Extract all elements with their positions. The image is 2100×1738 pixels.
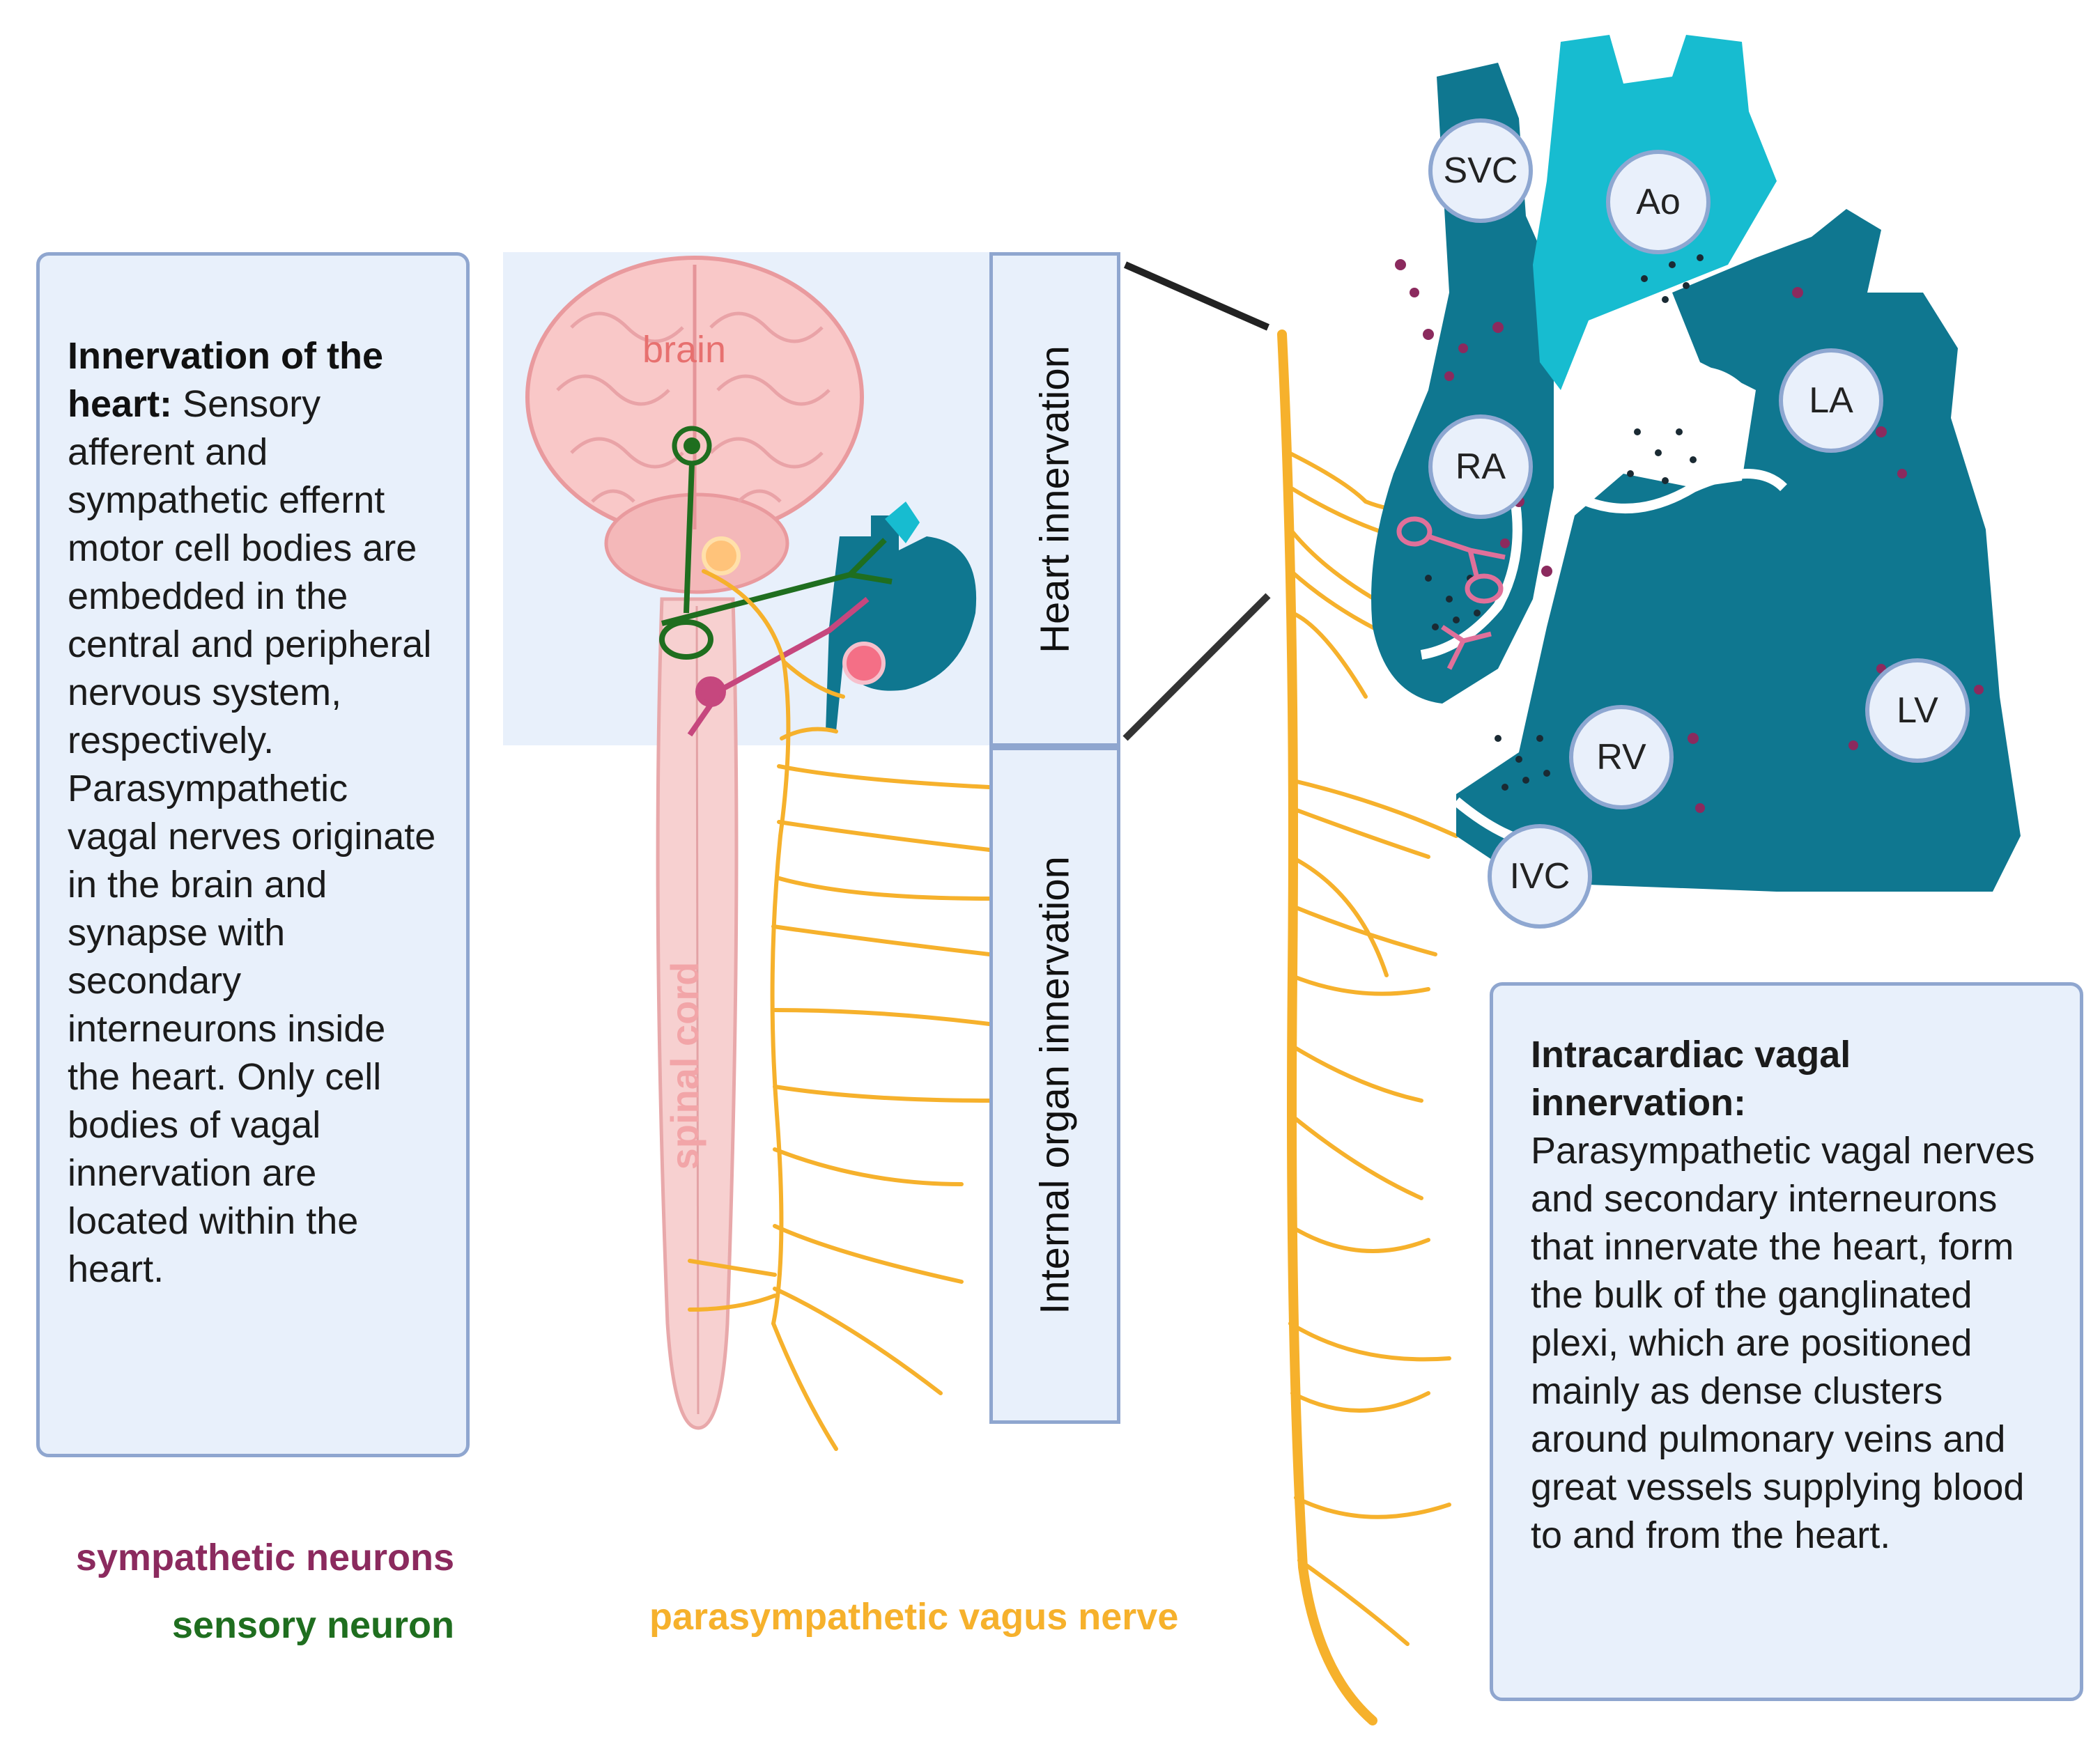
ra-label: RA — [1428, 414, 1533, 519]
heart-innervation-box: Heart innervation — [989, 252, 1120, 747]
parasympathetic-nucleus-dot — [702, 536, 741, 575]
left-panel-title: Innervation of the heart: — [68, 335, 384, 425]
sensory-neuron — [659, 426, 893, 660]
spinal-cord — [656, 597, 739, 1430]
intracardiac-neurons — [1396, 516, 1506, 670]
brain-label: brain — [642, 329, 726, 371]
brain: brain — [525, 256, 864, 594]
left-panel-body: Sensory afferent and sympathetic effernt… — [68, 383, 436, 1290]
legend-sensory: sensory neuron — [171, 1604, 454, 1646]
zoom-connector-bottom — [1122, 593, 1271, 741]
left-info-panel: Innervation of the heart: Sensory affere… — [36, 252, 470, 1457]
svc-label: SVC — [1428, 118, 1533, 223]
vagus-nerve-small — [688, 569, 991, 1451]
legend-sympathetic: sympathetic neurons — [75, 1537, 454, 1578]
internal-organ-innervation-label: Internal organ innervation — [1032, 856, 1078, 1314]
internal-organ-box: Internal organ innervation — [989, 747, 1120, 1424]
right-panel-body: Parasympathetic vagal nerves and seconda… — [1531, 1130, 2035, 1556]
heart-innervation-label: Heart innervation — [1032, 346, 1078, 653]
legend-parasympathetic: parasympathetic vagus nerve — [649, 1596, 1179, 1638]
la-label: LA — [1779, 348, 1883, 453]
right-panel-title: Intracardiac vagal innervation: — [1531, 1034, 1851, 1124]
sympathetic-ganglion-dot — [842, 642, 886, 685]
rv-label: RV — [1569, 705, 1674, 809]
right-info-panel: Intracardiac vagal innervation: Parasymp… — [1490, 982, 2083, 1701]
zoom-connector-top — [1123, 261, 1270, 331]
sympathetic-neuron-small — [687, 596, 870, 737]
left-panel-text: Innervation of the heart: Sensory affere… — [68, 332, 438, 1294]
lv-label: LV — [1865, 658, 1970, 763]
ao-label: Ao — [1606, 150, 1711, 254]
small-heart-illustration — [826, 502, 977, 731]
spinal-cord-label: spinal cord — [663, 962, 707, 1170]
ivc-label: IVC — [1488, 824, 1592, 929]
